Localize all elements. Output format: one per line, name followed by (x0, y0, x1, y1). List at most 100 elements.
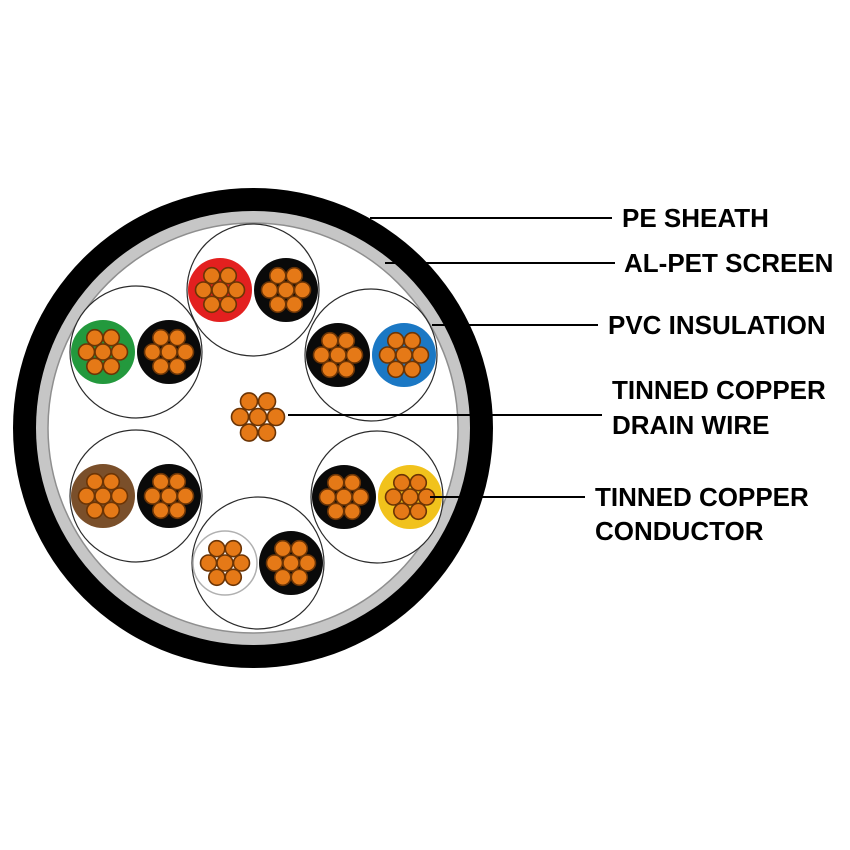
pair-outline (191, 496, 325, 630)
copper-strand (345, 346, 364, 364)
copper-strand (176, 487, 195, 505)
copper-strand (343, 473, 362, 492)
copper-strand (285, 266, 304, 285)
copper-strand (168, 357, 187, 376)
copper-strand (351, 488, 370, 506)
copper-strand (110, 343, 129, 361)
copper-strand (277, 281, 295, 299)
copper-strand (293, 281, 312, 299)
callout-label-pvc-insulation: PVC INSULATION (608, 310, 826, 340)
red-black-pair (186, 223, 320, 357)
copper-strand (102, 472, 121, 491)
copper-strand (224, 568, 243, 587)
copper-strand (160, 343, 178, 361)
pair-outline (69, 285, 203, 419)
copper-strand (260, 281, 279, 299)
copper-strand (232, 554, 251, 572)
copper-strand (211, 281, 229, 299)
pair-outline (186, 223, 320, 357)
copper-strand (168, 501, 187, 520)
copper-strand (152, 472, 170, 491)
copper-strand (168, 472, 187, 491)
copper-strand (94, 487, 112, 505)
copper-strand (268, 266, 287, 285)
copper-strand (219, 266, 238, 285)
copper-strand (312, 346, 331, 364)
copper-strand (203, 266, 221, 285)
copper-strand (239, 423, 259, 442)
copper-strand (227, 281, 246, 299)
copper-strand (152, 357, 170, 376)
copper-strand (208, 568, 226, 587)
copper-strand (248, 407, 268, 427)
drain-wire (230, 392, 286, 442)
copper-strand (298, 554, 317, 572)
copper-strand (273, 539, 292, 558)
callout-pe-sheath: PE SHEATH (370, 203, 769, 233)
copper-strand (257, 423, 277, 442)
copper-strand (318, 488, 337, 506)
green-black-pair (69, 285, 203, 419)
copper-strand (265, 554, 284, 572)
copper-strand (143, 487, 162, 505)
copper-strand (194, 281, 213, 299)
copper-strand (409, 502, 428, 521)
copper-strand (320, 331, 339, 350)
copper-strand (386, 331, 405, 350)
copper-strand (152, 328, 170, 347)
copper-strand (335, 488, 353, 506)
brown-black-pair (69, 429, 203, 563)
copper-strand (94, 343, 112, 361)
copper-strand (219, 295, 238, 314)
copper-strand (86, 472, 104, 491)
copper-strand (239, 392, 259, 411)
copper-strand (378, 346, 397, 364)
copper-strand (86, 357, 104, 376)
copper-strand (86, 328, 104, 347)
copper-strand (257, 392, 277, 411)
copper-strand (224, 539, 243, 558)
copper-strand (386, 360, 405, 379)
copper-strand (392, 502, 411, 521)
copper-strand (337, 331, 356, 350)
copper-strand (329, 346, 347, 364)
copper-strand (143, 343, 162, 361)
copper-strand (343, 502, 362, 521)
copper-strand (102, 357, 121, 376)
copper-strand (152, 501, 170, 520)
pairs-layer (69, 223, 444, 630)
black-blue-pair (304, 288, 438, 422)
copper-strand (168, 328, 187, 347)
callout-pvc-insulation: PVC INSULATION (432, 310, 826, 340)
copper-strand (290, 539, 309, 558)
callout-label-pe-sheath: PE SHEATH (622, 203, 769, 233)
copper-strand (282, 554, 300, 572)
copper-strand (203, 295, 221, 314)
copper-strand (326, 473, 345, 492)
copper-strand (326, 502, 345, 521)
pair-outline (304, 288, 438, 422)
white-black-pair (191, 496, 325, 630)
copper-strand (176, 343, 195, 361)
callouts-layer: PE SHEATH AL-PET SCREEN PVC INSULATION TINN… (288, 203, 833, 546)
callout-label-al-pet-screen: AL-PET SCREEN (624, 248, 833, 278)
copper-strand (411, 346, 430, 364)
copper-strand (273, 568, 292, 587)
copper-strand (285, 295, 304, 314)
copper-strand (320, 360, 339, 379)
copper-strand (290, 568, 309, 587)
black-yellow-pair (310, 430, 444, 564)
copper-strand (268, 295, 287, 314)
copper-strand (266, 407, 286, 427)
copper-strand (102, 501, 121, 520)
copper-strand (77, 343, 96, 361)
copper-strand (160, 487, 178, 505)
copper-strand (199, 554, 218, 572)
copper-strand (86, 501, 104, 520)
copper-strand (409, 473, 428, 492)
